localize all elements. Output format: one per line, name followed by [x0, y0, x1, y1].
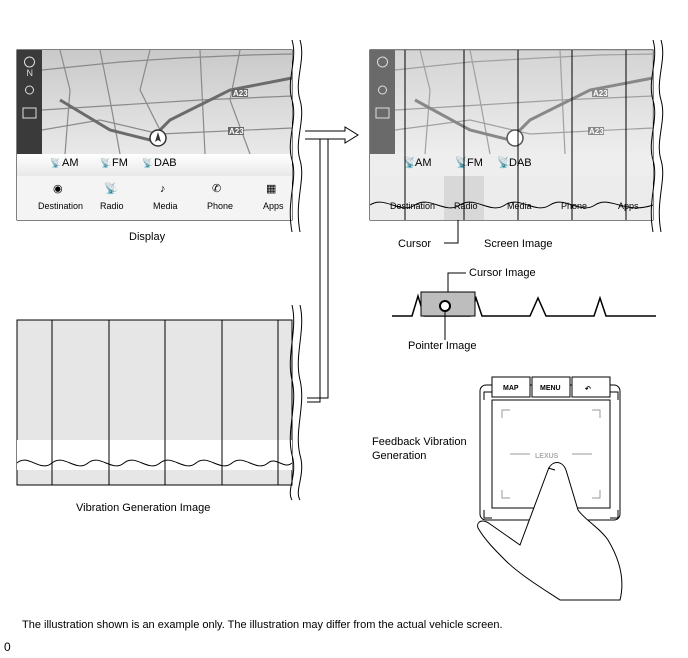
display-screen: A23 A23 N 📡 AM 📡 FM 📡 DAB ◉ Destination	[16, 39, 307, 233]
screen-road-sign-2: A23	[589, 127, 604, 136]
map-view-icon[interactable]	[22, 107, 37, 119]
screen-image-label: Screen Image	[484, 238, 552, 250]
road-sign-label: A23	[233, 89, 248, 98]
svg-text:MENU: MENU	[540, 385, 561, 392]
svg-text:Apps: Apps	[263, 201, 284, 211]
svg-text:📡: 📡	[142, 157, 153, 168]
back-button[interactable]	[571, 376, 611, 398]
menu-apps[interactable]: ▦ Apps	[263, 183, 284, 211]
svg-text:AM: AM	[62, 157, 79, 169]
svg-text:📡: 📡	[497, 155, 511, 169]
svg-text:Phone: Phone	[207, 201, 233, 211]
radio-band-row	[17, 154, 292, 176]
compass-icon[interactable]	[24, 56, 35, 68]
page-number: 0	[4, 640, 11, 654]
menu-media[interactable]: ♪ Media	[153, 183, 178, 211]
menu-phone[interactable]: ✆ Phone	[207, 183, 233, 211]
caption-note: The illustration shown is an example onl…	[22, 619, 503, 631]
location-pin-icon[interactable]	[25, 85, 34, 95]
music-note-icon: ♪	[160, 183, 166, 195]
destination-icon: ◉	[53, 183, 63, 195]
touchpad-illustration: MAP MENU ↶ LEXUS	[477, 376, 623, 601]
pointer-dot-icon	[439, 300, 451, 312]
svg-text:DAB: DAB	[154, 157, 177, 169]
cursor-label: Cursor	[398, 238, 431, 250]
screen-compass-icon	[377, 56, 388, 68]
menu-destination[interactable]: ◉ Destination	[38, 183, 83, 211]
menu-button[interactable]	[531, 376, 571, 398]
feedback-vibration-label: Feedback Vibration	[372, 436, 467, 448]
screen-pin-icon	[378, 85, 387, 95]
menu-radio[interactable]: 📡 Radio	[100, 181, 124, 211]
apps-grid-icon: ▦	[266, 183, 276, 195]
back-arrow-icon: ↶	[584, 386, 591, 393]
cursor-image-label: Cursor Image	[469, 267, 536, 279]
svg-text:📡: 📡	[100, 157, 111, 168]
pointer-image-label: Pointer Image	[408, 340, 476, 352]
band-dab[interactable]: 📡 DAB	[142, 157, 177, 169]
finger-icon	[477, 462, 623, 601]
svg-text:AM: AM	[415, 157, 432, 169]
band-fm[interactable]: 📡 FM	[100, 157, 128, 169]
svg-text:MAP: MAP	[503, 385, 519, 392]
screen-road-sign: A23	[593, 89, 608, 98]
cursor-waveform: Cursor Image Pointer Image	[392, 267, 656, 352]
phone-icon: ✆	[212, 183, 221, 195]
svg-text:Apps: Apps	[618, 201, 639, 211]
band-am[interactable]: 📡 AM	[50, 157, 79, 169]
road-sign-label-2: A23	[229, 127, 244, 136]
screen-map-icon	[375, 107, 390, 119]
svg-text:Destination: Destination	[38, 201, 83, 211]
feedback-vibration-label-2: Generation	[372, 450, 426, 462]
flow-arrow	[305, 126, 359, 403]
svg-text:📡: 📡	[403, 155, 417, 169]
svg-text:📡: 📡	[50, 157, 61, 168]
svg-text:FM: FM	[467, 157, 483, 169]
lexus-logo: LEXUS	[535, 453, 559, 460]
menu-row	[17, 176, 292, 220]
map-roads	[41, 49, 293, 155]
svg-text:N: N	[27, 68, 34, 78]
svg-text:Media: Media	[153, 201, 178, 211]
svg-text:Radio: Radio	[100, 201, 124, 211]
svg-text:Media: Media	[507, 201, 532, 211]
svg-text:📡: 📡	[455, 155, 469, 169]
vibration-generation-label: Vibration Generation Image	[76, 502, 210, 514]
map-button[interactable]	[491, 376, 531, 398]
svg-text:Radio: Radio	[454, 201, 478, 211]
display-sidebar	[17, 50, 42, 154]
cursor-leader	[444, 220, 459, 244]
vibration-columns	[404, 50, 627, 220]
svg-text:DAB: DAB	[509, 157, 532, 169]
display-label: Display	[129, 231, 166, 243]
radio-icon: 📡	[104, 181, 118, 195]
vibration-generation-panel	[16, 304, 307, 501]
screen-image: A23 A23 📡 AM 📡 FM 📡 DAB Destination Radi…	[369, 39, 668, 233]
svg-text:FM: FM	[112, 157, 128, 169]
